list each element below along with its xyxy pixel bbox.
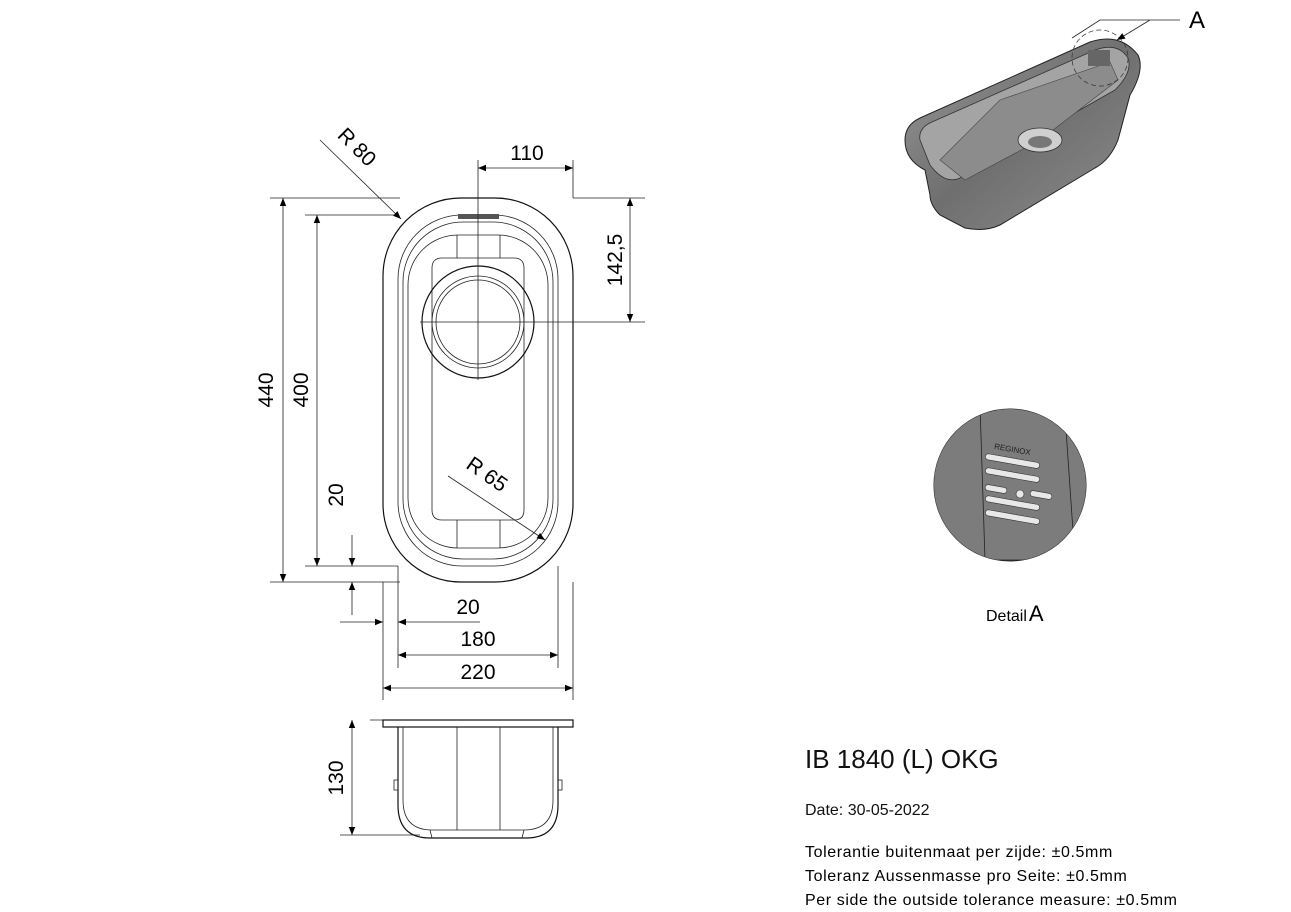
- tolerance-nl: Tolerantie buitenmaat per zijde: ±0.5mm: [805, 844, 1113, 861]
- overflow-slot: [458, 214, 499, 219]
- product-title: IB 1840 (L) OKG: [805, 744, 999, 774]
- dim-220: 220: [460, 661, 495, 684]
- dim-110: 110: [510, 142, 543, 165]
- radius-r80: R 80: [333, 124, 381, 172]
- dim-130: 130: [325, 760, 348, 795]
- dim-20-vertical: 20: [325, 483, 348, 506]
- isometric-view: [904, 19, 1180, 230]
- tolerance-en: Per side the outside tolerance measure: …: [805, 892, 1178, 909]
- tolerance-de: Toleranz Aussenmasse pro Seite: ±0.5mm: [805, 868, 1128, 885]
- dim-400: 400: [290, 372, 313, 407]
- detail-a-view: REGINOX: [933, 408, 1087, 562]
- detail-callout-letter: A: [1189, 7, 1205, 34]
- dimension-lines: [270, 139, 645, 836]
- dim-440: 440: [255, 372, 278, 407]
- drain-slots-icon: [984, 453, 1053, 525]
- top-view: [382, 160, 645, 583]
- dim-142-5: 142,5: [604, 234, 627, 287]
- dim-20-horizontal: 20: [456, 596, 479, 619]
- drawing-date: Date: 30-05-2022: [805, 802, 930, 819]
- dim-180: 180: [460, 628, 495, 651]
- detail-caption: DetailA: [986, 601, 1044, 626]
- side-view: [382, 719, 574, 839]
